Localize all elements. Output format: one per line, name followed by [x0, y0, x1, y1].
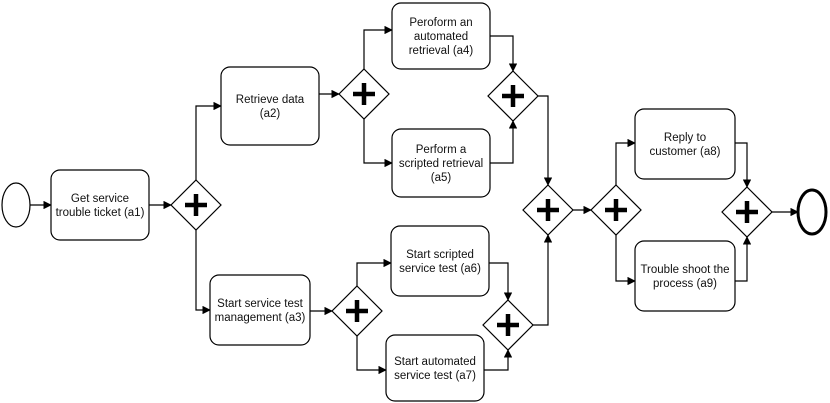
end-event [796, 188, 828, 236]
flow-g2-to-a5 [363, 119, 393, 168]
task-box [390, 225, 490, 297]
task-box [50, 169, 150, 241]
flow-g7-to-a9 [615, 235, 636, 286]
task-a5: Perform a scripted retrieval (a5) [391, 128, 491, 198]
task-label-line: service test (a7) [394, 370, 476, 382]
flow-g7-to-a8 [615, 138, 636, 185]
flow-a6-to-g5 [489, 262, 513, 301]
parallel-gateway-g8 [721, 186, 773, 238]
task-label-line: retrieval (a4) [409, 45, 474, 57]
task-label-line: automated [414, 31, 468, 43]
task-label-line: Start automated [394, 356, 476, 368]
plus-icon [346, 300, 368, 322]
task-a9: Trouble shoot the process (a9) [634, 240, 736, 312]
flow-g4-to-a7 [356, 336, 387, 375]
plus-icon [497, 314, 519, 336]
task-a2: Retrieve data (a2) [220, 66, 320, 146]
parallel-gateway-g5 [482, 299, 534, 351]
sequence-flows [30, 25, 799, 375]
task-label-line: scripted retrieval [399, 158, 483, 170]
plus-icon [185, 194, 207, 216]
task-label-line: trouble ticket (a1) [56, 207, 145, 219]
task-label-line: Peroform an [409, 17, 472, 29]
flow-g1-to-a2 [195, 101, 222, 180]
plus-icon [736, 201, 758, 223]
start-event [1, 182, 31, 228]
task-box [220, 66, 320, 146]
task-label-line: Retrieve data [236, 94, 305, 106]
task-label-line: service test (a6) [399, 263, 481, 275]
task-a7: Start automated service test (a7) [385, 334, 485, 402]
task-label-line: management (a3) [215, 312, 306, 324]
plus-icon [605, 199, 627, 221]
flow-a8-to-g8 [735, 142, 752, 188]
flow-a5-to-g3 [490, 120, 518, 164]
task-a4: Peroform an automated retrieval (a4) [391, 2, 491, 70]
task-a1: Get service trouble ticket (a1) [50, 169, 150, 241]
task-label-line: (a5) [431, 172, 452, 184]
task-a6: Start scripted service test (a6) [390, 225, 490, 297]
task-label-line: Reply to [664, 132, 706, 144]
task-label-line: Trouble shoot the [640, 264, 729, 276]
task-box [391, 2, 491, 70]
task-a8: Reply to customer (a8) [634, 108, 736, 180]
task-label-line: Get service [71, 193, 129, 205]
flow-g2-to-a4 [363, 25, 393, 69]
task-box [385, 334, 485, 402]
task-box [391, 128, 491, 198]
parallel-gateway-g7 [590, 184, 642, 236]
task-label-line: Start scripted [406, 249, 474, 261]
task-label-line: process (a9) [653, 278, 717, 290]
flow-g3-to-g6 [538, 95, 553, 186]
plus-icon [353, 83, 375, 105]
task-a3: Start service test management (a3) [209, 274, 311, 346]
flow-a4-to-g3 [490, 35, 518, 72]
flow-g4-to-a6 [356, 258, 392, 286]
task-box [634, 240, 736, 312]
parallel-gateway-g6 [522, 184, 574, 236]
plus-icon [537, 199, 559, 221]
task-box [634, 108, 736, 180]
parallel-gateway-g1 [170, 179, 222, 231]
task-label-line: (a2) [260, 108, 281, 120]
flow-g1-to-a3 [195, 230, 211, 315]
parallel-gateway-g3 [487, 70, 539, 122]
flow-g5-to-g6 [533, 234, 553, 326]
parallel-gateway-g4 [331, 285, 383, 337]
task-label-line: customer (a8) [650, 146, 721, 158]
plus-icon [502, 85, 524, 107]
task-label-line: Start service test [217, 298, 303, 310]
task-box [209, 274, 311, 346]
flow-a9-to-g8 [735, 236, 752, 282]
flow-a7-to-g5 [484, 349, 513, 371]
task-label-line: Perform a [416, 144, 467, 156]
parallel-gateway-g2 [338, 68, 390, 120]
